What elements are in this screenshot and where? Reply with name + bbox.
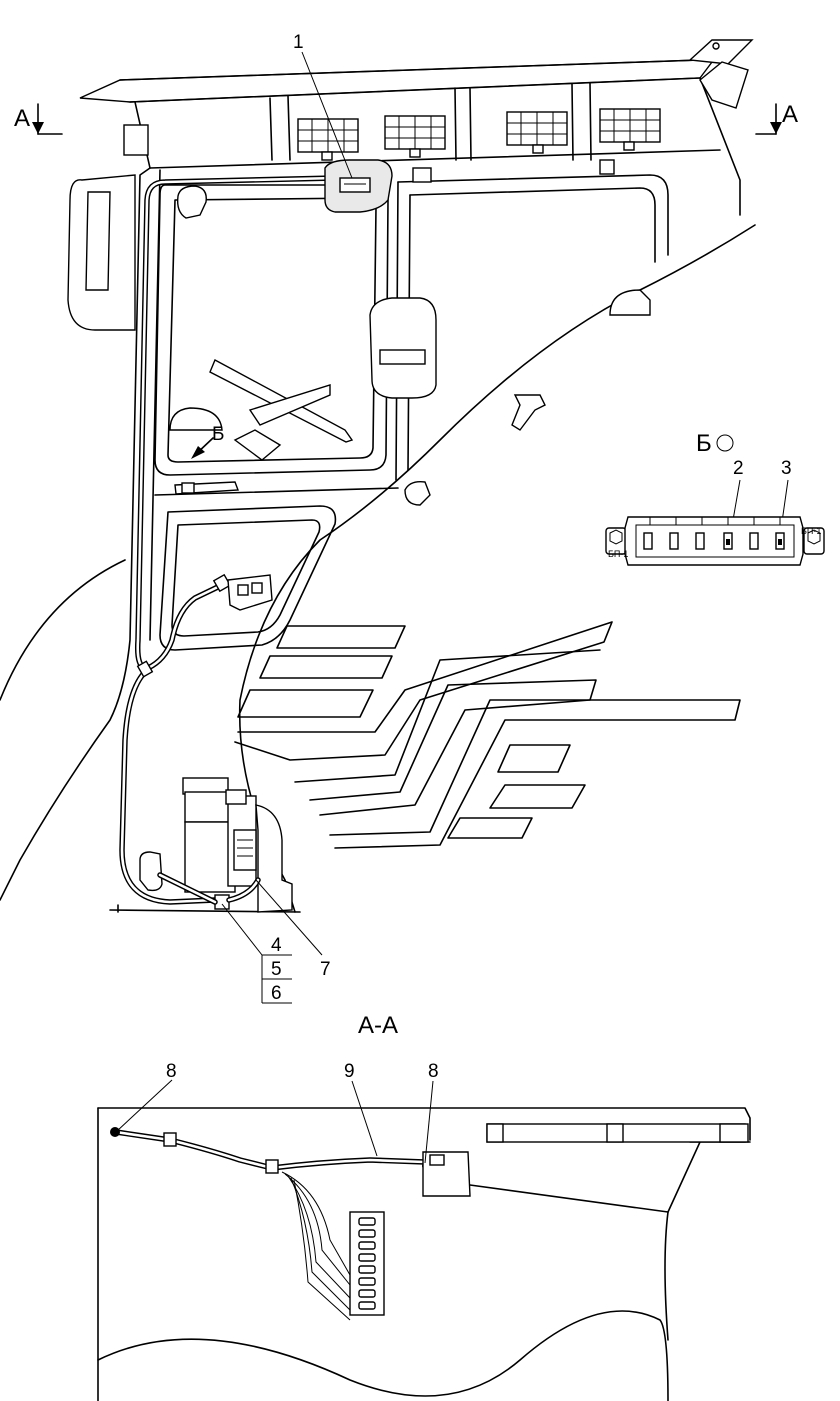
callout-1: 1	[293, 32, 353, 179]
door-connectors	[212, 573, 273, 611]
wire-harness-main	[119, 175, 338, 905]
callout-8-left: 8	[116, 1061, 177, 1132]
detail-b-title: Б	[696, 430, 712, 457]
cab-view: Б	[0, 39, 756, 913]
callout-8-right-label: 8	[428, 1061, 439, 1082]
callout-8-right: 8	[424, 1061, 439, 1164]
roof-bracket	[688, 39, 754, 109]
fuse-block-label-left: БП-1	[608, 549, 628, 559]
view-b-arrow-letter: Б	[212, 424, 224, 445]
callout-1-label: 1	[293, 32, 304, 53]
section-fuse-panel	[349, 1211, 385, 1316]
callout-4-5-6: 4 5 6	[221, 903, 292, 1004]
callout-5-label: 5	[271, 959, 282, 980]
callout-6-label: 6	[271, 983, 282, 1004]
section-harness	[110, 1127, 428, 1321]
left-mirror	[67, 124, 149, 331]
cab-roof	[79, 59, 741, 216]
callout-7-label: 7	[320, 959, 331, 980]
fuse-block-label-right: БП-1	[801, 526, 821, 536]
detail-b: Б 2 3 БП-1 БП-1	[605, 430, 825, 566]
callout-2-label: 2	[733, 458, 744, 479]
section-a-a: A-A	[97, 1012, 751, 1401]
callout-4-label: 4	[271, 935, 282, 956]
section-marker-right: A	[755, 101, 798, 135]
section-letter-right: A	[782, 101, 798, 128]
callout-3-label: 3	[781, 458, 792, 479]
callout-7: 7	[255, 879, 331, 980]
roof-connector-block	[176, 159, 615, 219]
section-connector	[422, 1151, 471, 1197]
section-rail	[486, 1123, 749, 1143]
cab-interior	[169, 289, 651, 506]
electrical-box	[139, 777, 293, 913]
section-letter-left: A	[14, 105, 30, 132]
callout-8-left-label: 8	[166, 1061, 177, 1082]
fuse-block: БП-1 БП-1	[605, 516, 825, 566]
section-a-a-title: A-A	[358, 1012, 398, 1039]
callout-9-label: 9	[344, 1061, 355, 1082]
callout-9: 9	[344, 1061, 378, 1157]
chevron-decal	[234, 621, 741, 849]
view-b-arrow: Б	[191, 424, 224, 459]
section-marker-left: A	[14, 103, 63, 135]
work-lights	[297, 108, 661, 161]
